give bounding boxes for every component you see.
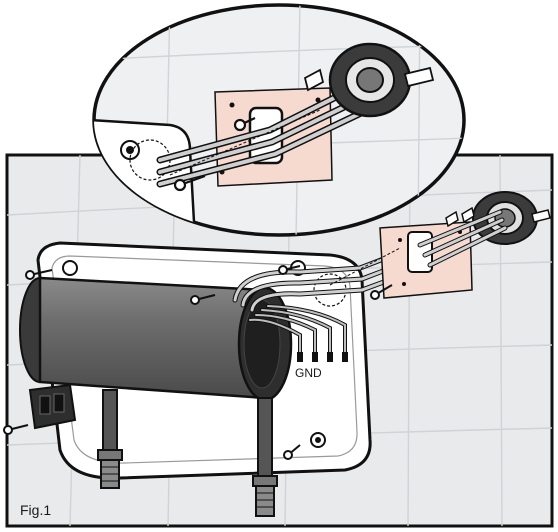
cable-gland-icon [472, 191, 538, 245]
outlet-pipe [257, 397, 273, 477]
zoom-cable-gland-icon [328, 42, 412, 118]
mount-hole-icon [62, 260, 78, 276]
screw-icon [3, 265, 393, 460]
figure-label: Fig.1 [20, 502, 51, 518]
power-switch [28, 383, 77, 430]
zoom-wall-plug-icon [403, 66, 435, 88]
mount-hole-center [315, 437, 321, 443]
ground-label: GND [295, 366, 322, 380]
heater-wires [232, 242, 433, 357]
junction-panel [379, 221, 473, 299]
inlet-pipe [102, 389, 118, 451]
wall-plug-icon [445, 206, 551, 228]
zoom-screw-icon [173, 117, 256, 192]
switch-icon [39, 395, 51, 415]
zoom-callout [92, 3, 466, 237]
guide-line [329, 247, 401, 286]
outlet-fitting [255, 485, 275, 517]
water-pipes [97, 389, 278, 517]
terminal-pins [297, 352, 348, 362]
zoom-wall-plug-icon [303, 68, 325, 92]
heater-tube [19, 276, 293, 402]
switch-icon [53, 393, 65, 413]
cable-bundle [417, 209, 508, 268]
